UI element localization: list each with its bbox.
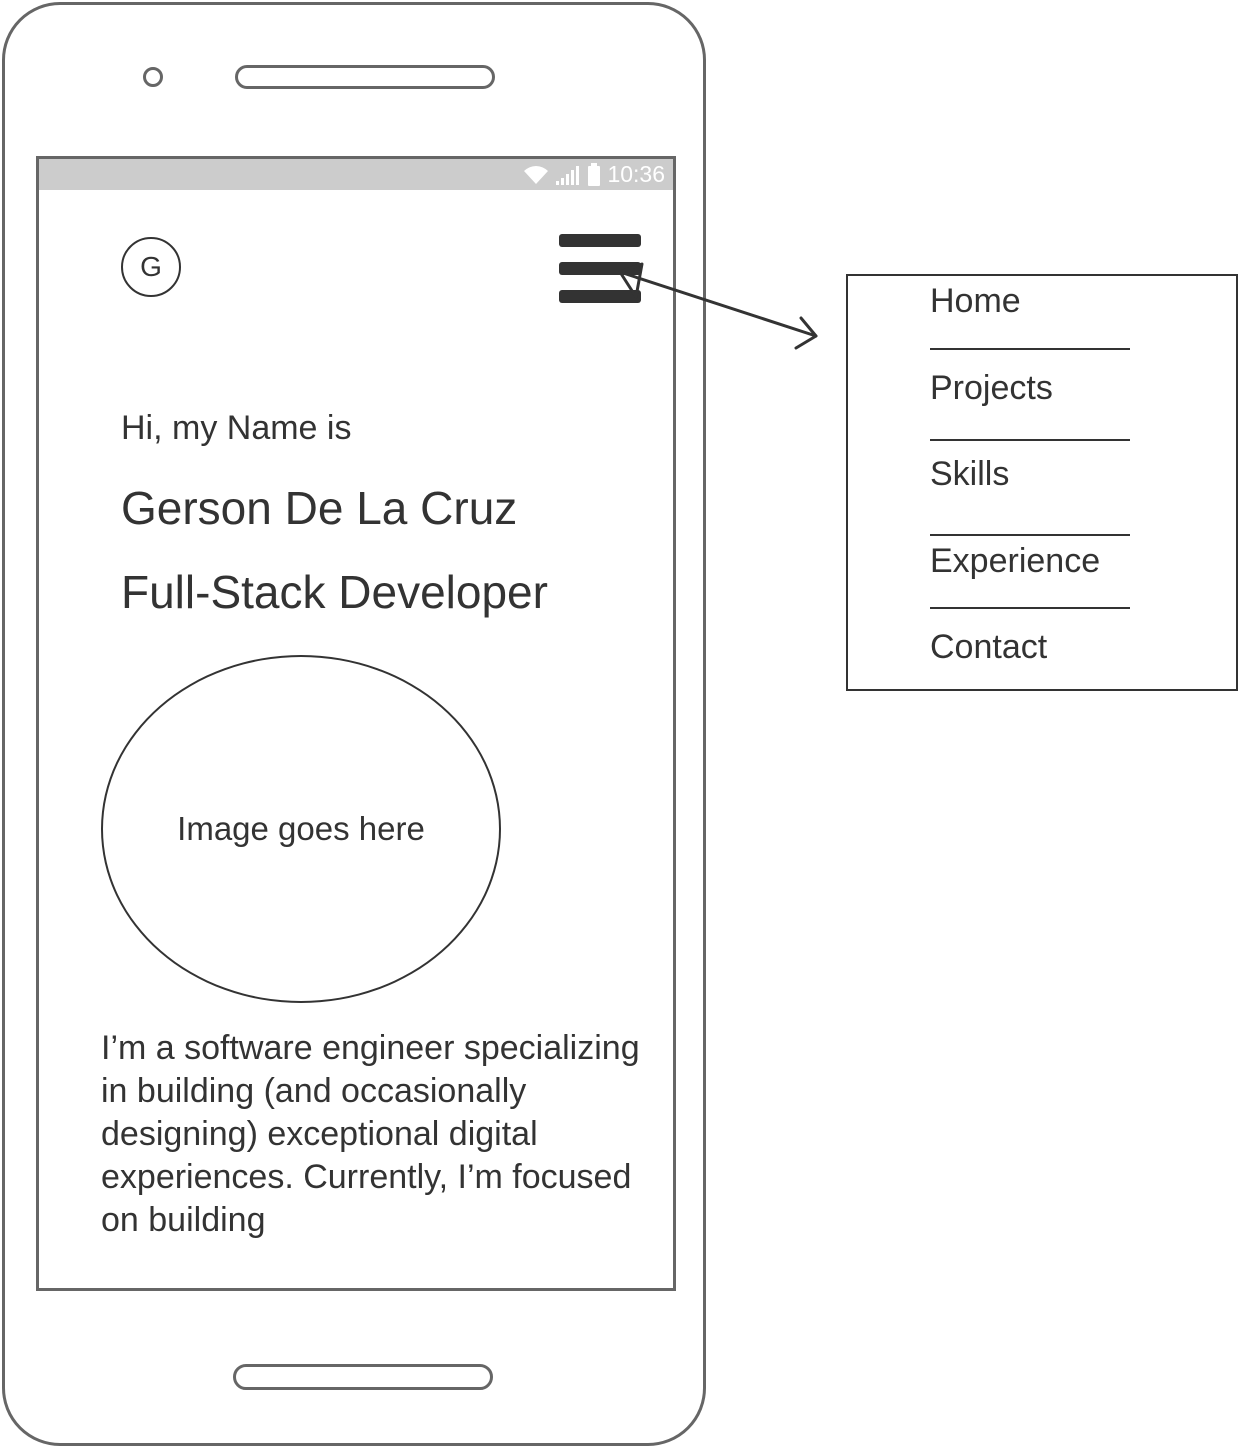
logo-letter: G (140, 251, 162, 282)
menu-item-experience[interactable]: Experience (930, 542, 1101, 580)
developer-name: Gerson De La Cruz (121, 482, 518, 534)
menu-item-projects[interactable]: Projects (930, 369, 1053, 407)
hamburger-menu-button[interactable] (557, 232, 643, 304)
profile-image-placeholder: Image goes here (101, 655, 501, 1003)
menu-divider (930, 439, 1130, 441)
navigation-menu: Home Projects Skills Experience Contact (846, 274, 1238, 691)
hamburger-menu-icon-bar (559, 234, 641, 247)
battery-icon (588, 162, 601, 186)
hamburger-menu-icon-bar (559, 290, 641, 303)
image-placeholder-label: Image goes here (177, 810, 425, 847)
developer-role: Full-Stack Developer (121, 566, 548, 618)
status-icons: 10:36 (523, 161, 665, 188)
front-camera (143, 67, 163, 87)
menu-divider (930, 348, 1130, 350)
bottom-speaker (233, 1364, 493, 1390)
status-bar: 10:36 (39, 159, 673, 190)
menu-item-contact[interactable]: Contact (930, 628, 1048, 666)
signal-icon (556, 165, 580, 185)
site-logo[interactable]: G (121, 237, 181, 297)
hamburger-menu-icon-bar (559, 262, 641, 275)
phone-screen: 10:36 G Hi, my Name is Gerson De La Cruz… (36, 156, 676, 1291)
bio-text: I’m a software engineer specializing in … (101, 1029, 640, 1239)
menu-item-home[interactable]: Home (930, 282, 1021, 320)
wifi-icon (524, 165, 549, 184)
earpiece-speaker (235, 65, 495, 89)
greeting-text: Hi, my Name is (121, 409, 352, 447)
menu-divider (930, 607, 1130, 609)
status-time: 10:36 (607, 161, 665, 187)
menu-item-skills[interactable]: Skills (930, 455, 1010, 493)
menu-divider (930, 534, 1130, 536)
